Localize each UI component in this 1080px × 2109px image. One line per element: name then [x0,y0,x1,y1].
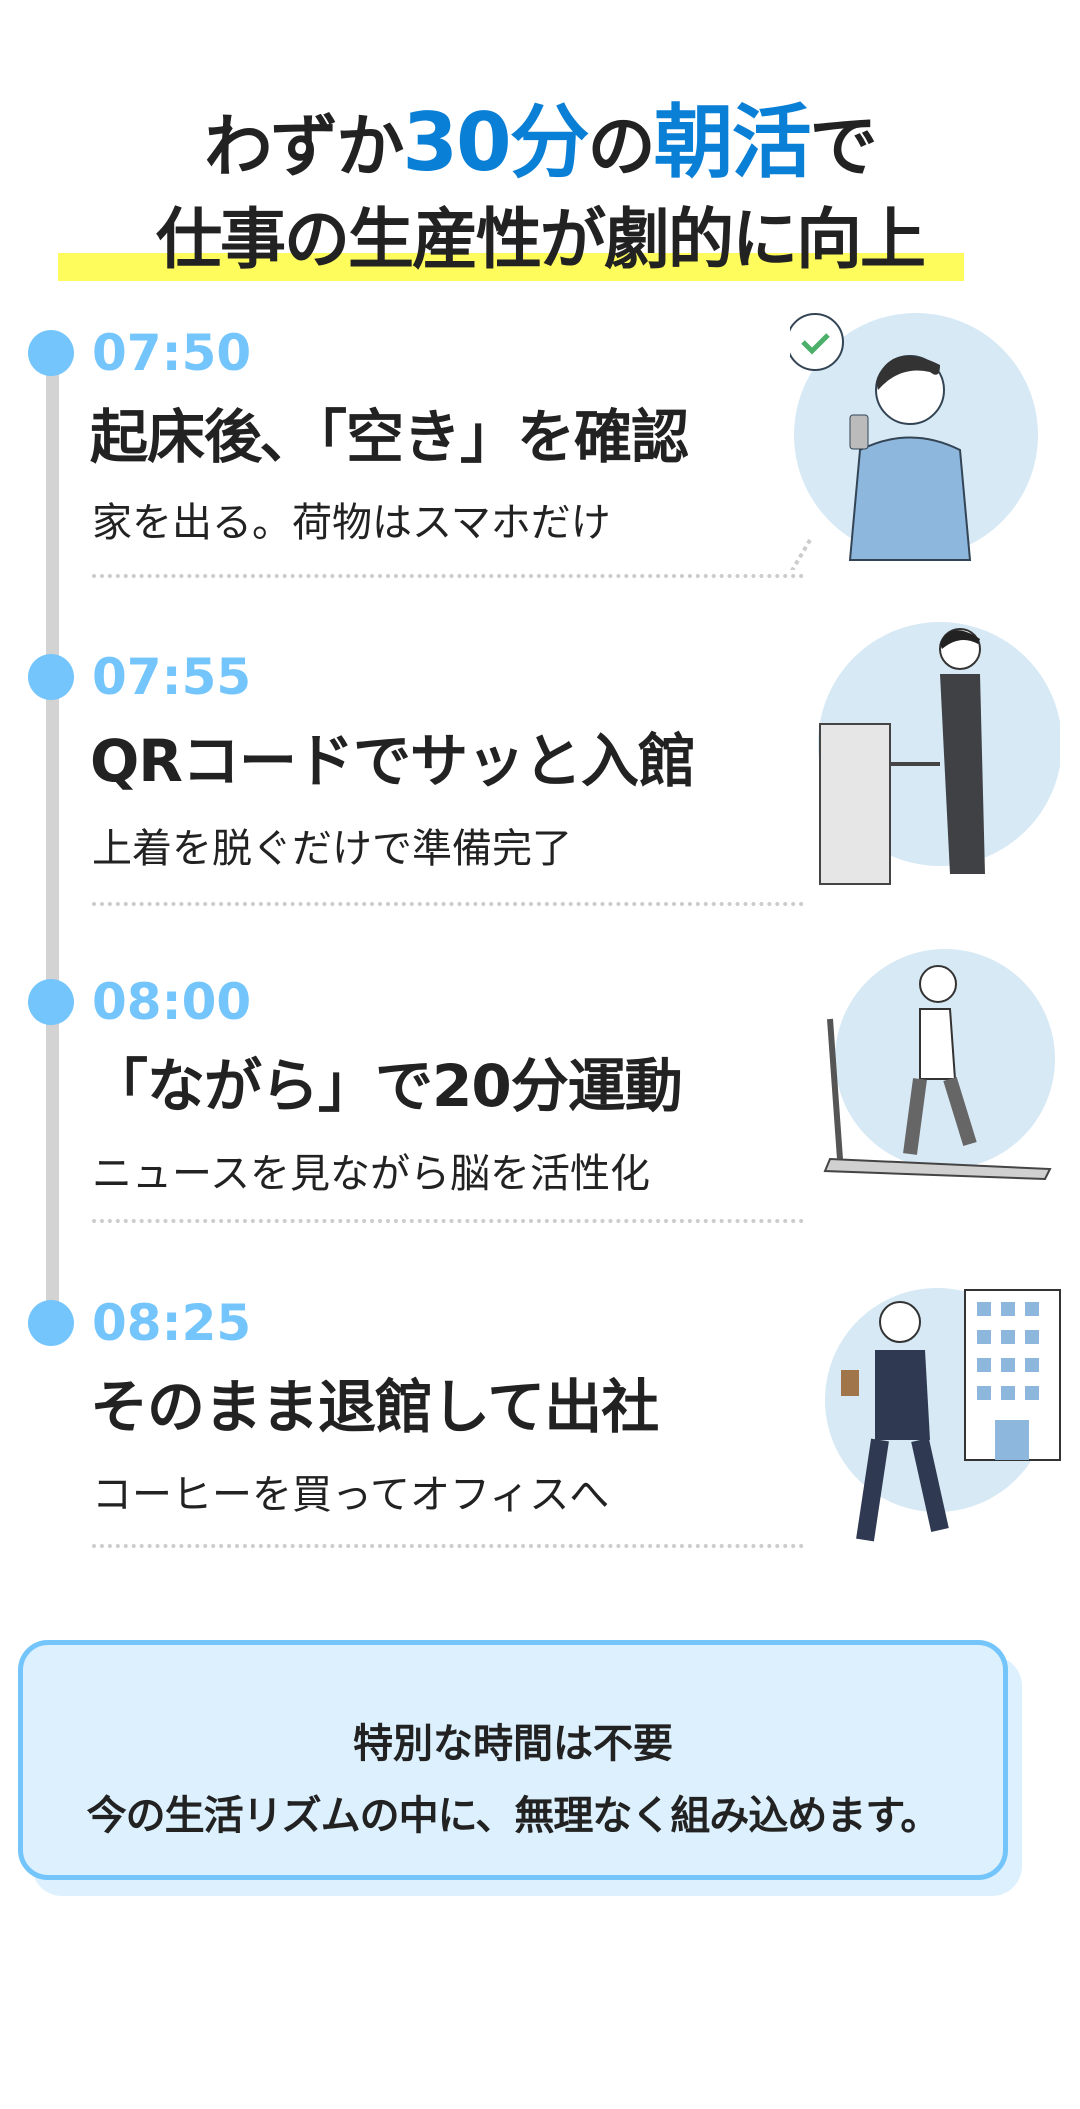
dotted-divider [92,1219,804,1223]
timeline-dot [28,1300,74,1346]
dotted-divider [92,574,804,578]
timeline-dot [28,654,74,700]
callout-text: 今の生活リズムの中に、無理なく組み込めます。 [86,1793,941,1839]
title-line-2: 仕事の生産性が劇的に向上 [156,201,926,278]
callout-heading: 特別な時間は不要 [353,1721,673,1767]
item-heading: QRコードでサッと入館 [90,727,696,795]
item-description: 上着を脱ぐだけで準備完了 [92,826,572,872]
time-label: 07:55 [92,648,252,706]
item-description: コーヒーを買ってオフィスへ [92,1472,610,1518]
title-emphasis: 朝活 [653,96,812,189]
time-label: 08:25 [92,1294,252,1352]
dotted-divider [92,1544,804,1548]
title-line-1: わずか30分の朝活で [0,78,1080,194]
man-walking-to-office-illustration [825,1288,1061,1542]
title-text: の [587,108,656,187]
timeline-rail [46,353,59,1323]
item-heading: 起床後､「空き」を確認 [90,403,689,471]
time-label: 08:00 [92,973,252,1031]
item-heading: 「ながら」で20分運動 [90,1052,683,1120]
title-emphasis: 30分 [402,96,589,189]
man-on-treadmill-illustration [823,949,1055,1181]
title-text: わずか [204,108,404,187]
man-checking-phone-illustration [790,313,1038,570]
timeline-dot [28,979,74,1025]
man-at-gate-illustration [818,622,1060,885]
item-heading: そのまま退館して出社 [90,1373,659,1441]
item-description: 家を出る。荷物はスマホだけ [92,500,611,546]
timeline-dot [28,330,74,376]
title-highlight [58,253,964,281]
time-label: 07:50 [92,324,252,382]
summary-callout: 特別な時間は不要 今の生活リズムの中に、無理なく組み込めます。 [18,1640,1008,1880]
dotted-divider [92,902,804,906]
title-text: で [809,108,878,187]
item-description: ニュースを見ながら脳を活性化 [92,1151,650,1197]
